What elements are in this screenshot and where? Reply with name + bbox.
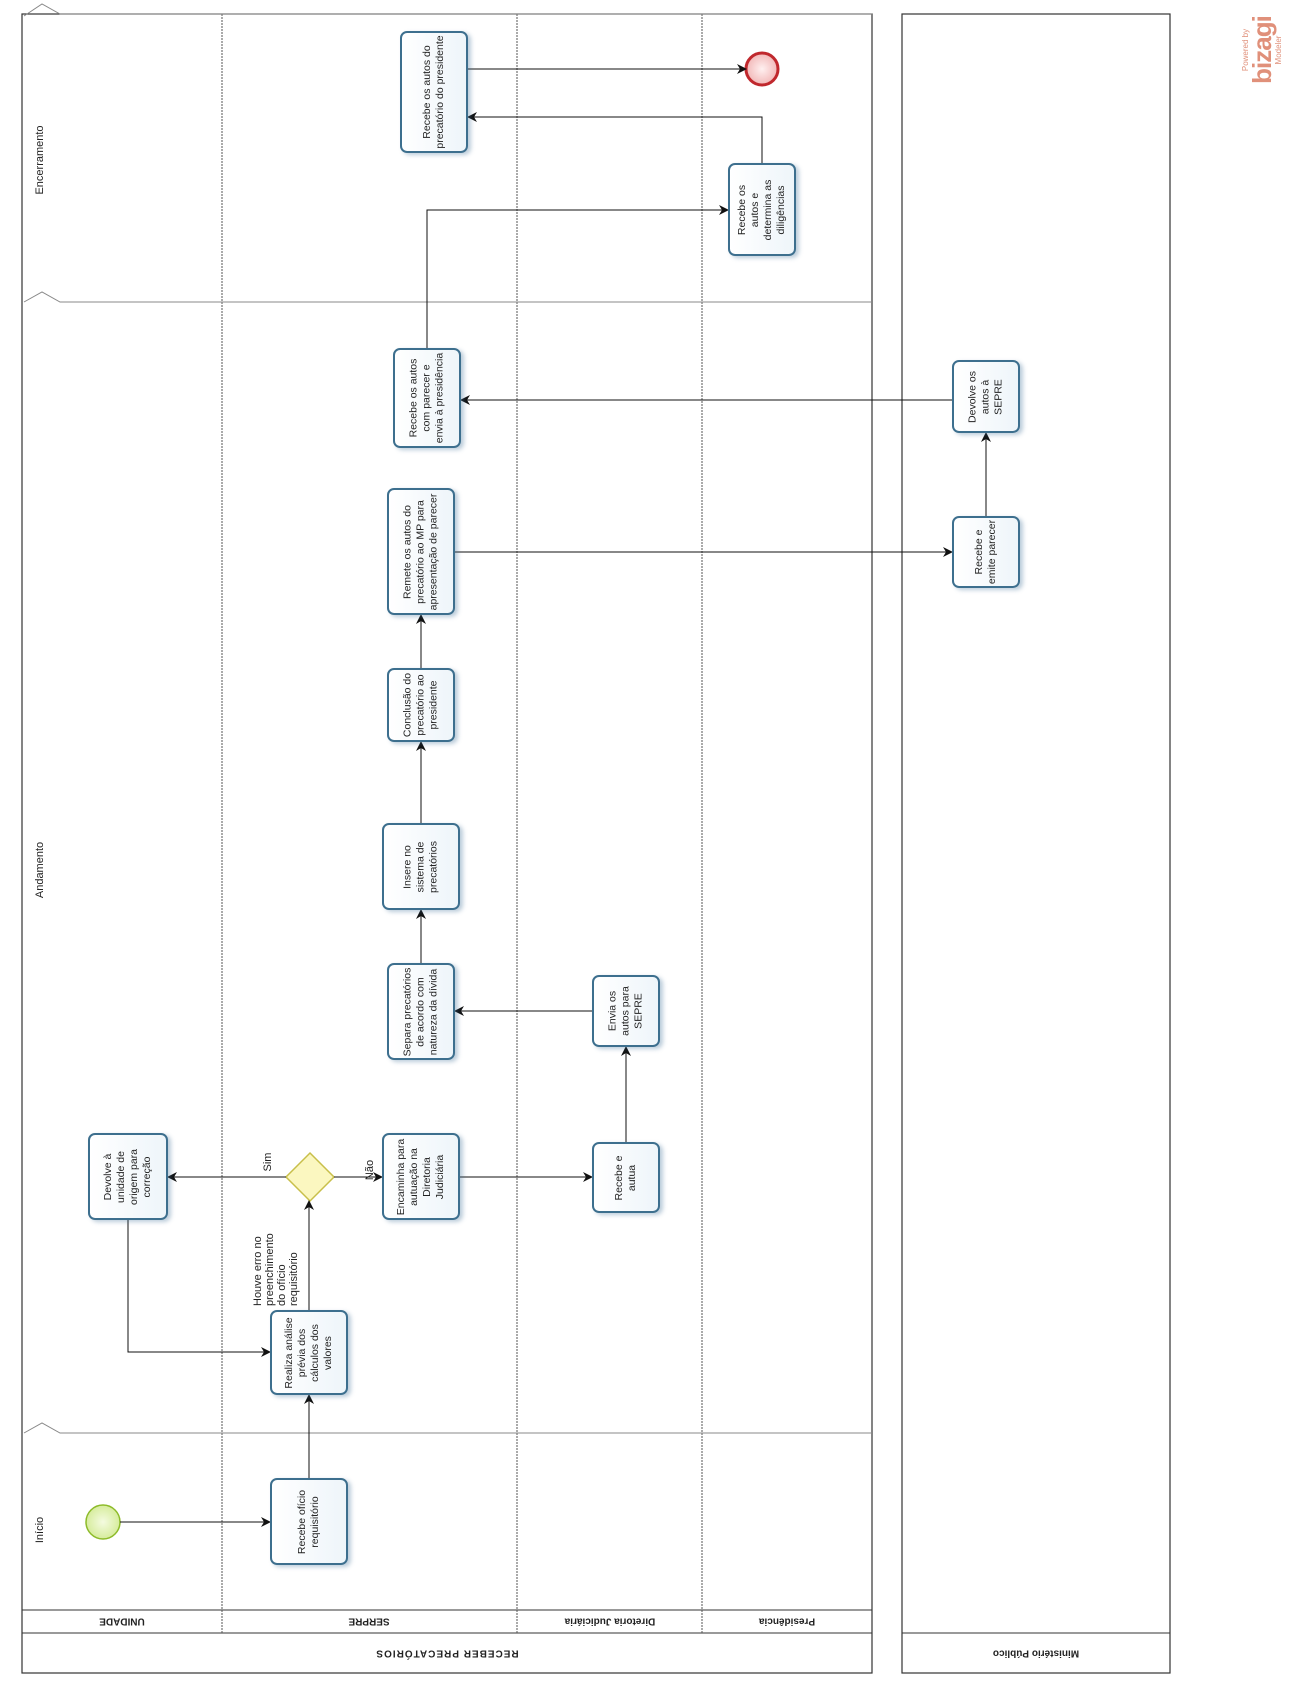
task-label: Remete os autos do precatório ao MP para… [401,493,440,610]
task-insere[interactable]: Insere no sistema de precatórios [382,823,460,910]
task-label: Recebe os autos com parecer e envia à pr… [407,352,446,444]
external-pool-frame [901,13,1171,1674]
gateway-question-label: Houve erro no preenchimento do ofício re… [252,1233,300,1306]
exclusive-gateway[interactable] [284,1151,336,1203]
phase-separator [23,1422,872,1434]
gateway-yes-label: Sim [262,1152,274,1172]
pool-title: RECEBER PRECATÓRIOS [375,1647,519,1659]
lane-header-unidade: UNIDADE [99,1615,145,1627]
task-realiza-analise[interactable]: Realiza análise prévia dos cálculos dos … [270,1310,348,1395]
task-label: Conclusão do precatório ao presidente [401,672,440,738]
phase-label-encerramento: Encerramento [34,125,46,195]
phase-label-inicio: Início [34,1516,46,1544]
task-recebe-autua[interactable]: Recebe e autua [592,1142,660,1213]
task-label: Recebe e emite parecer [973,519,998,585]
task-recebe-presidente[interactable]: Recebe os autos do precatório do preside… [400,31,468,153]
task-envia-autos[interactable]: Envia os autos para SEPRE [592,975,660,1047]
task-label: Envia os autos para SEPRE [606,986,645,1036]
task-determina-diligencias[interactable]: Recebe os autos e determina as diligênci… [728,163,796,256]
task-label: Encaminha para autuação na Diretoria Jud… [395,1138,446,1215]
task-label: Insere no sistema de precatórios [401,840,440,893]
task-recebe-parecer[interactable]: Recebe os autos com parecer e envia à pr… [393,348,461,448]
task-recebe-oficio[interactable]: Recebe ofício requisitório [270,1478,348,1565]
phase-label-andamento: Andamento [34,841,46,899]
task-label: Devolve os autos à SEPRE [966,370,1005,423]
task-label: Separa precatórios de acordo com naturez… [401,967,440,1056]
gateway-no-label: Não [364,1159,376,1181]
task-label: Realiza análise prévia dos cálculos dos … [283,1316,334,1389]
task-label: Devolve à unidade de origem para correçã… [102,1148,153,1205]
task-devolve-sepre[interactable]: Devolve os autos à SEPRE [952,360,1020,433]
task-conclusao[interactable]: Conclusão do precatório ao presidente [387,668,455,742]
external-pool-title: Ministério Público [992,1647,1080,1659]
task-label: Recebe e autua [613,1155,638,1200]
task-separa[interactable]: Separa precatórios de acordo com naturez… [387,963,455,1060]
phase-separator [23,291,872,303]
flow [467,112,763,163]
start-event[interactable] [85,1504,121,1540]
task-devolve-unidade[interactable]: Devolve à unidade de origem para correçã… [88,1133,168,1220]
logo-brand: bizagi [1247,16,1277,84]
task-label: Recebe ofício requisitório [296,1489,321,1554]
task-label: Recebe os autos e determina as diligênci… [736,179,787,240]
flow [426,205,729,348]
lane-header-serpre: SERPRE [348,1615,390,1627]
task-label: Recebe os autos do precatório do preside… [421,35,446,149]
flow [127,1220,271,1357]
lane-header-diretoria: Diretoria Judiciária [564,1615,656,1627]
task-remete[interactable]: Remete os autos do precatório ao MP para… [387,488,455,615]
bizagi-logo: Powered by bizagi Modeler [1241,16,1283,84]
lane-header-presidencia: Presidência [758,1615,816,1627]
task-encaminha[interactable]: Encaminha para autuação na Diretoria Jud… [382,1133,460,1220]
phase-separator [23,3,872,17]
end-event[interactable] [744,51,780,87]
task-recebe-emite-parecer[interactable]: Recebe e emite parecer [952,516,1020,588]
